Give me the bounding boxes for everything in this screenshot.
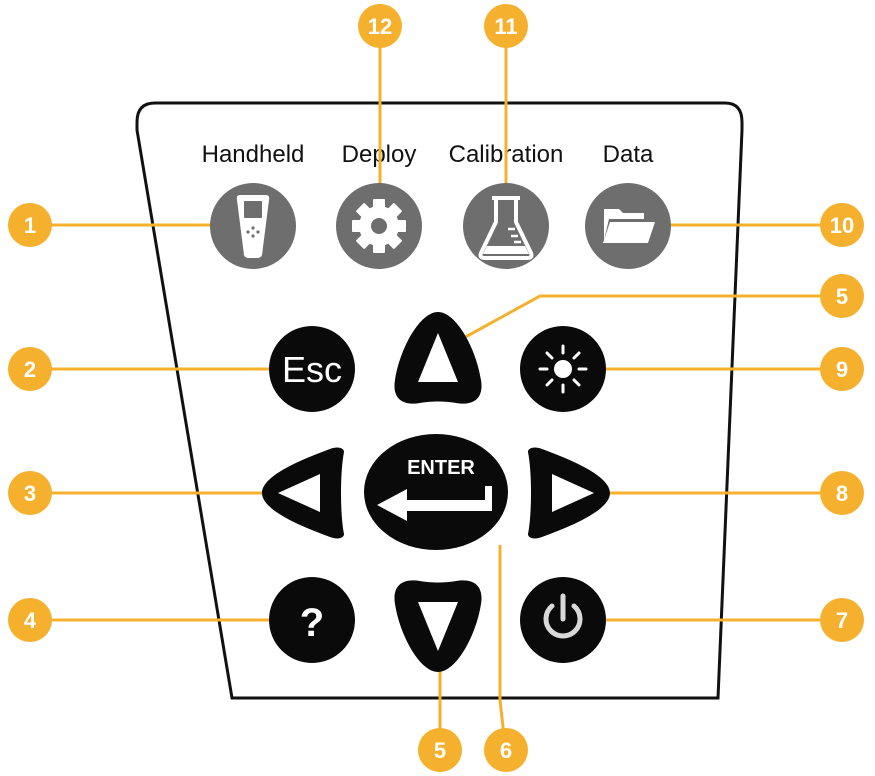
backlight-key[interactable] (520, 326, 606, 412)
right-arrow-icon (552, 474, 594, 512)
mode-button-calibration[interactable] (463, 183, 549, 269)
keypad-outline (135, 101, 744, 700)
right-arrow-key[interactable] (528, 447, 610, 539)
power-icon (543, 593, 583, 639)
sun-icon (538, 344, 588, 394)
callout-2: 2 (8, 347, 52, 391)
left-arrow-key[interactable] (262, 447, 344, 539)
callout-number-6: 6 (500, 738, 512, 763)
mode-button-data[interactable] (585, 183, 671, 269)
callout-5-top: 5 (820, 274, 864, 318)
callout-number-9: 9 (836, 357, 848, 382)
callout-3: 3 (8, 471, 52, 515)
callout-4: 4 (8, 598, 52, 642)
callout-number-1: 1 (24, 213, 36, 238)
callout-9: 9 (820, 347, 864, 391)
callout-7: 7 (820, 598, 864, 642)
esc-key-label: Esc (282, 349, 342, 390)
mode-label-handheld: Handheld (202, 141, 305, 168)
callout-number-5-bottom: 5 (434, 738, 446, 763)
callout-11: 11 (484, 4, 528, 48)
help-key[interactable]: ? (269, 577, 355, 663)
folder-icon (603, 209, 655, 243)
callout-number-8: 8 (836, 481, 848, 506)
enter-key[interactable]: ENTER (364, 434, 508, 550)
mode-label-data: Data (603, 141, 654, 168)
callout-number-11: 11 (494, 14, 517, 39)
enter-key-label: ENTER (407, 457, 475, 479)
callout-1: 1 (8, 203, 52, 247)
callout-number-4: 4 (24, 608, 37, 633)
gear-icon (352, 199, 406, 253)
callout-number-12: 12 (368, 14, 392, 39)
esc-key[interactable]: Esc (269, 326, 355, 412)
callout-10: 10 (820, 203, 864, 247)
callout-number-3: 3 (24, 481, 36, 506)
callout-5-bottom: 5 (418, 728, 462, 772)
down-arrow-key[interactable] (394, 580, 482, 672)
up-arrow-icon (418, 333, 458, 382)
callout-number-5-top: 5 (836, 284, 848, 309)
callout-number-2: 2 (24, 357, 36, 382)
left-arrow-icon (278, 474, 320, 512)
callout-number-7: 7 (836, 608, 848, 633)
help-key-label: ? (300, 601, 324, 645)
power-key[interactable] (520, 577, 606, 663)
callout-lines (50, 45, 820, 746)
mode-button-deploy[interactable] (336, 183, 422, 269)
callout-12: 12 (358, 4, 402, 48)
up-arrow-key[interactable] (394, 312, 482, 404)
callout-8: 8 (820, 471, 864, 515)
callout-line-5-top (459, 294, 820, 342)
callout-6: 6 (484, 728, 528, 772)
down-arrow-icon (418, 602, 458, 651)
flask-icon (478, 196, 534, 260)
handheld-meter-icon (236, 195, 270, 258)
return-arrow-icon (377, 486, 492, 521)
mode-button-handheld[interactable] (210, 183, 296, 269)
callout-line-6 (498, 545, 507, 746)
callout-number-10: 10 (830, 213, 854, 238)
